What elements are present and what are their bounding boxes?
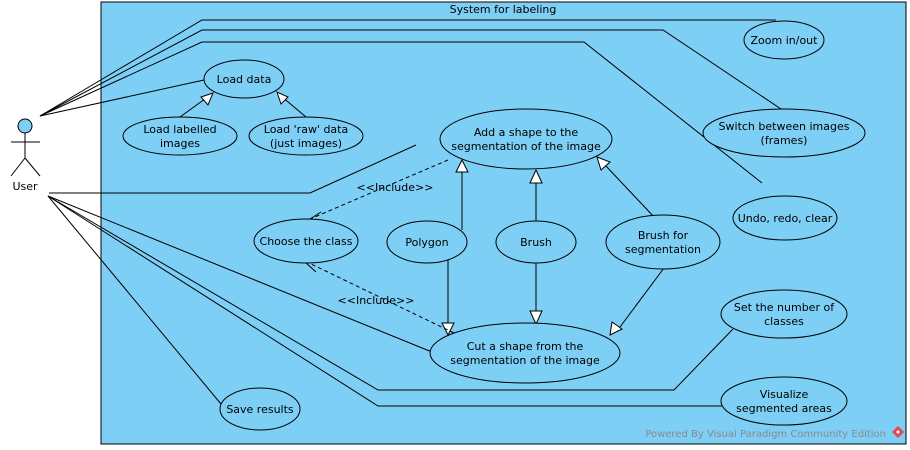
use-case-zoom[interactable] [743, 20, 825, 60]
use-case-brush-label-1: Brush [520, 236, 552, 249]
use-case-visualize-label-1: Visualize [760, 388, 809, 401]
use-case-visualize[interactable] [720, 376, 848, 426]
use-case-switch-images-label-1: Switch between images [719, 120, 850, 133]
use-case-cut-shape-label-2: segmentation of the image [450, 354, 600, 367]
use-case-choose-class-label-1: Choose the class [260, 235, 353, 248]
include-label-upper: <<Include>> [357, 181, 434, 194]
use-case-switch-images[interactable] [702, 108, 866, 158]
use-case-polygon[interactable] [386, 220, 468, 264]
use-case-set-classes-label-1: Set the number of [734, 301, 835, 314]
use-case-load-raw-label-1: Load 'raw' data [264, 123, 348, 136]
actor-user[interactable] [10, 118, 41, 177]
visual-paradigm-logo-icon [892, 426, 904, 438]
use-case-undo[interactable] [732, 195, 838, 241]
use-case-load-labelled-label-1: Load labelled [143, 123, 216, 136]
association-lines [39, 19, 785, 407]
actor-label: User [12, 180, 38, 193]
use-case-add-shape-label-1: Add a shape to the [474, 126, 579, 139]
use-case-cut-shape[interactable] [429, 322, 621, 384]
use-case-load-data-label-1: Load data [217, 73, 272, 86]
include-label-lower: <<Include>> [338, 294, 415, 307]
use-case-visualize-label-2: segmented areas [736, 402, 832, 415]
use-case-brush[interactable] [495, 220, 577, 264]
use-case-load-data[interactable] [203, 59, 285, 99]
generalization-add [455, 156, 656, 230]
use-case-set-classes[interactable] [720, 289, 848, 339]
use-case-group [122, 20, 866, 431]
use-case-switch-images-label-2: (frames) [761, 134, 808, 147]
generalization-load [179, 91, 307, 118]
system-title: System for labeling [450, 3, 557, 16]
use-case-load-raw[interactable] [248, 116, 364, 156]
use-case-load-raw-label-2: (just images) [270, 137, 342, 150]
watermark-text: Powered By Visual Paradigm Community Edi… [645, 429, 886, 440]
use-case-brush-seg[interactable] [605, 214, 721, 270]
use-case-brush-seg-label-2: segmentation [625, 243, 701, 256]
use-case-save[interactable] [219, 387, 301, 431]
use-case-cut-shape-label-1: Cut a shape from the [467, 340, 584, 353]
use-case-zoom-label-1: Zoom in/out [751, 34, 819, 47]
actor-head [17, 118, 33, 134]
use-case-load-labelled-label-2: images [160, 137, 200, 150]
use-case-load-labelled[interactable] [122, 116, 238, 156]
use-case-undo-label-1: Undo, redo, clear [738, 212, 833, 225]
use-case-add-shape-label-2: segmentation of the image [451, 140, 601, 153]
use-case-brush-seg-label-1: Brush for [638, 229, 689, 242]
use-case-save-label-1: Save results [226, 403, 294, 416]
use-case-add-shape[interactable] [439, 108, 613, 170]
use-case-set-classes-label-2: classes [764, 315, 804, 328]
use-case-polygon-label-1: Polygon [405, 236, 448, 249]
use-case-choose-class[interactable] [253, 218, 359, 264]
